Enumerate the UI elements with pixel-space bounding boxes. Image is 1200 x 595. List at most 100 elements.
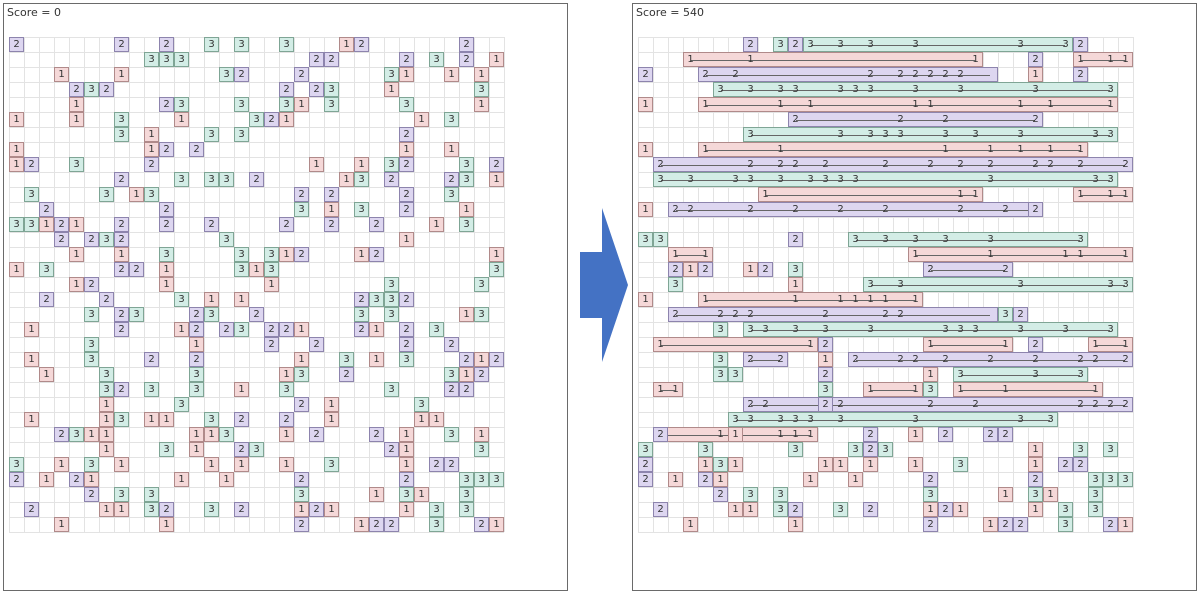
number-tile[interactable]: 1 bbox=[204, 292, 219, 307]
number-tile[interactable]: 3 bbox=[279, 97, 294, 112]
number-tile[interactable]: 2 bbox=[294, 472, 309, 487]
number-tile[interactable]: 2 bbox=[159, 202, 174, 217]
number-tile[interactable]: 1 bbox=[1028, 457, 1043, 472]
number-tile[interactable]: 3 bbox=[923, 487, 938, 502]
number-tile[interactable]: 1 bbox=[923, 367, 938, 382]
number-tile[interactable]: 3 bbox=[818, 382, 833, 397]
number-tile[interactable]: 1 bbox=[474, 67, 489, 82]
number-tile[interactable]: 2 bbox=[264, 322, 279, 337]
number-tile[interactable]: 3 bbox=[998, 307, 1013, 322]
number-tile[interactable]: 3 bbox=[99, 367, 114, 382]
number-tile[interactable]: 2 bbox=[69, 82, 84, 97]
number-tile[interactable]: 3 bbox=[713, 457, 728, 472]
number-tile[interactable]: 1 bbox=[279, 427, 294, 442]
number-tile[interactable]: 1 bbox=[114, 67, 129, 82]
number-tile[interactable]: 1 bbox=[668, 472, 683, 487]
number-tile[interactable]: 2 bbox=[309, 427, 324, 442]
number-tile[interactable]: 2 bbox=[294, 67, 309, 82]
number-tile[interactable]: 3 bbox=[144, 502, 159, 517]
number-tile[interactable]: 3 bbox=[114, 127, 129, 142]
number-tile[interactable]: 2 bbox=[1103, 517, 1118, 532]
number-tile[interactable]: 1 bbox=[489, 517, 504, 532]
number-tile[interactable]: 3 bbox=[474, 307, 489, 322]
number-tile[interactable]: 1 bbox=[159, 517, 174, 532]
number-tile[interactable]: 3 bbox=[788, 442, 803, 457]
number-tile[interactable]: 2 bbox=[294, 517, 309, 532]
number-tile[interactable]: 2 bbox=[114, 217, 129, 232]
number-tile[interactable]: 1 bbox=[24, 352, 39, 367]
number-tile[interactable]: 3 bbox=[384, 157, 399, 172]
number-tile[interactable]: 2 bbox=[923, 472, 938, 487]
number-tile[interactable]: 3 bbox=[788, 262, 803, 277]
number-tile[interactable]: 2 bbox=[129, 262, 144, 277]
number-tile[interactable]: 3 bbox=[249, 442, 264, 457]
number-tile[interactable]: 1 bbox=[219, 472, 234, 487]
number-tile[interactable]: 3 bbox=[1028, 487, 1043, 502]
number-tile[interactable]: 1 bbox=[294, 352, 309, 367]
number-tile[interactable]: 1 bbox=[818, 457, 833, 472]
number-tile[interactable]: 3 bbox=[713, 367, 728, 382]
number-tile[interactable]: 1 bbox=[369, 487, 384, 502]
number-tile[interactable]: 2 bbox=[399, 157, 414, 172]
number-tile[interactable]: 2 bbox=[638, 472, 653, 487]
number-tile[interactable]: 3 bbox=[174, 172, 189, 187]
number-tile[interactable]: 2 bbox=[399, 337, 414, 352]
number-tile[interactable]: 1 bbox=[114, 502, 129, 517]
number-tile[interactable]: 1 bbox=[99, 502, 114, 517]
number-tile[interactable]: 2 bbox=[1013, 517, 1028, 532]
number-tile[interactable]: 3 bbox=[354, 307, 369, 322]
number-tile[interactable]: 1 bbox=[638, 292, 653, 307]
number-tile[interactable]: 1 bbox=[189, 427, 204, 442]
number-tile[interactable]: 1 bbox=[399, 67, 414, 82]
number-tile[interactable]: 3 bbox=[1103, 472, 1118, 487]
number-tile[interactable]: 2 bbox=[444, 457, 459, 472]
number-tile[interactable]: 1 bbox=[279, 112, 294, 127]
number-tile[interactable]: 2 bbox=[84, 277, 99, 292]
number-tile[interactable]: 1 bbox=[399, 457, 414, 472]
number-tile[interactable]: 3 bbox=[474, 82, 489, 97]
number-tile[interactable]: 2 bbox=[159, 502, 174, 517]
number-tile[interactable]: 2 bbox=[99, 292, 114, 307]
number-tile[interactable]: 2 bbox=[354, 322, 369, 337]
number-tile[interactable]: 2 bbox=[818, 397, 833, 412]
number-tile[interactable]: 1 bbox=[69, 217, 84, 232]
number-tile[interactable]: 1 bbox=[638, 97, 653, 112]
number-tile[interactable]: 2 bbox=[159, 37, 174, 52]
number-tile[interactable]: 3 bbox=[174, 292, 189, 307]
number-tile[interactable]: 2 bbox=[384, 442, 399, 457]
number-tile[interactable]: 3 bbox=[1058, 502, 1073, 517]
number-tile[interactable]: 3 bbox=[444, 367, 459, 382]
number-tile[interactable]: 3 bbox=[773, 487, 788, 502]
number-tile[interactable]: 3 bbox=[114, 112, 129, 127]
number-tile[interactable]: 2 bbox=[1028, 52, 1043, 67]
number-tile[interactable]: 1 bbox=[159, 277, 174, 292]
number-tile[interactable]: 1 bbox=[474, 97, 489, 112]
number-tile[interactable]: 3 bbox=[459, 502, 474, 517]
number-tile[interactable]: 3 bbox=[384, 307, 399, 322]
number-tile[interactable]: 3 bbox=[204, 127, 219, 142]
number-tile[interactable]: 3 bbox=[9, 217, 24, 232]
number-tile[interactable]: 3 bbox=[204, 307, 219, 322]
number-tile[interactable]: 1 bbox=[189, 337, 204, 352]
number-tile[interactable]: 1 bbox=[9, 157, 24, 172]
number-tile[interactable]: 3 bbox=[159, 247, 174, 262]
number-tile[interactable]: 2 bbox=[114, 232, 129, 247]
number-tile[interactable]: 2 bbox=[324, 187, 339, 202]
number-tile[interactable]: 3 bbox=[219, 67, 234, 82]
number-tile[interactable]: 2 bbox=[444, 382, 459, 397]
number-tile[interactable]: 3 bbox=[84, 352, 99, 367]
number-tile[interactable]: 3 bbox=[848, 442, 863, 457]
number-tile[interactable]: 3 bbox=[204, 37, 219, 52]
number-tile[interactable]: 3 bbox=[219, 427, 234, 442]
number-tile[interactable]: 3 bbox=[1058, 517, 1073, 532]
number-tile[interactable]: 2 bbox=[189, 307, 204, 322]
number-tile[interactable]: 1 bbox=[698, 457, 713, 472]
number-tile[interactable]: 1 bbox=[234, 292, 249, 307]
